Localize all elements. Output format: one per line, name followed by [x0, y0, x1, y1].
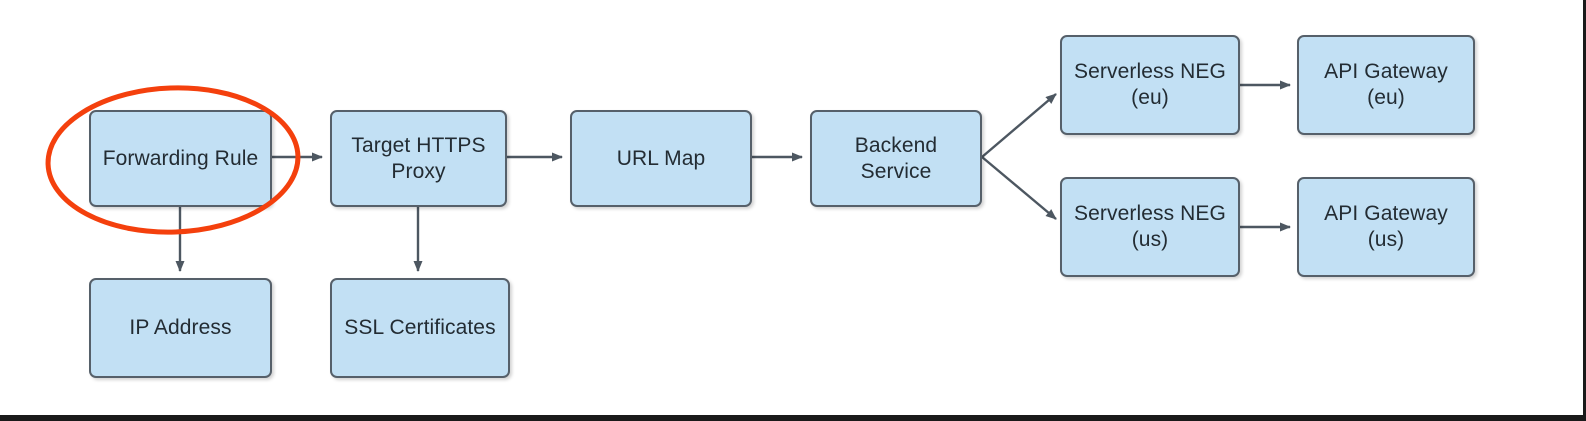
- node-url-map[interactable]: URL Map: [570, 110, 752, 207]
- node-serverless-neg-eu[interactable]: Serverless NEG (eu): [1060, 35, 1240, 135]
- node-api-gateway-eu[interactable]: API Gateway (eu): [1297, 35, 1475, 135]
- node-ip-address[interactable]: IP Address: [89, 278, 272, 378]
- edge-backend-service-to-serverless-neg-us: [981, 156, 1057, 220]
- node-serverless-neg-us[interactable]: Serverless NEG (us): [1060, 177, 1240, 277]
- node-ssl-certificates[interactable]: SSL Certificates: [330, 278, 510, 378]
- frame-bottom-border: [0, 415, 1586, 421]
- node-api-gateway-us[interactable]: API Gateway (us): [1297, 177, 1475, 277]
- node-backend-service[interactable]: Backend Service: [810, 110, 982, 207]
- node-target-https-proxy[interactable]: Target HTTPS Proxy: [330, 110, 507, 207]
- edge-backend-service-to-serverless-neg-eu: [981, 93, 1057, 158]
- frame-right-border: [1583, 0, 1586, 421]
- node-forwarding-rule[interactable]: Forwarding Rule: [89, 110, 272, 207]
